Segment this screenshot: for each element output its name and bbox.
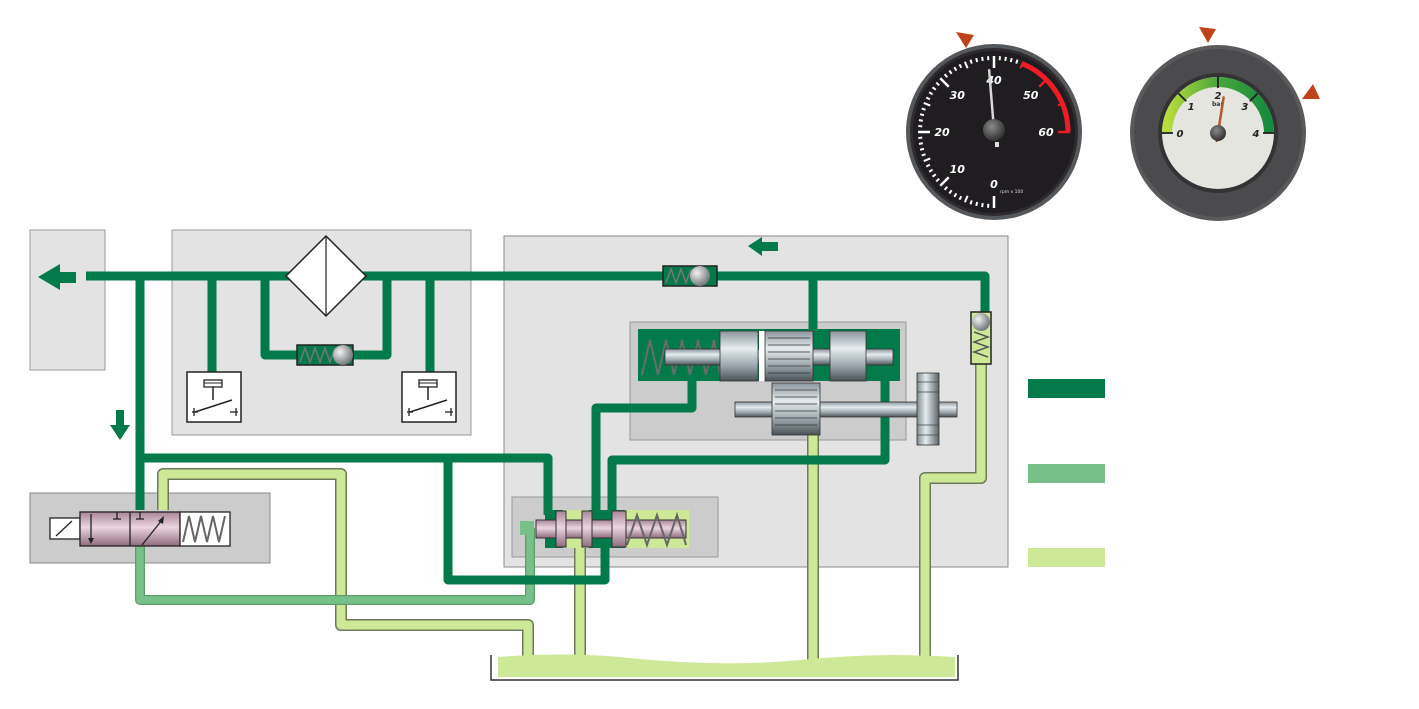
pressure-marker-top-icon [1199,27,1216,43]
pressure-switch-right [401,371,457,423]
tachometer-tick [953,66,958,72]
tachometer-tick [963,195,969,203]
tachometer-tick [969,59,973,64]
tachometer-tick [981,56,984,62]
tachometer-tick [925,163,931,168]
filter-bypass-check-valve [296,344,354,366]
main-check-valve [662,265,718,287]
tachometer-tick [919,147,925,151]
solenoid-valve [49,511,231,547]
pressure-unit-label: bar [1212,101,1223,108]
pressure-tick-label: 0 [1177,129,1184,140]
output-housing [29,229,106,371]
legend-swatch-pressure [1028,379,1105,398]
legend-swatch-return [1028,548,1105,567]
down-arrow-icon [110,410,130,440]
tachometer-tick [1015,59,1019,64]
tachometer-gauge: 0 10 20 30 40 50 60 rpm x 100 [906,32,1082,220]
pressure-tick [1249,92,1259,102]
control-line [135,528,535,605]
tachometer-tick-label: 40 [985,74,1002,87]
gear-pump [638,329,958,446]
tachometer-tick [928,168,934,173]
tachometer-tick [948,69,953,75]
tachometer-tick [921,153,926,157]
tachometer-tick [918,119,924,122]
tachometer-tick-label: 30 [950,89,966,102]
return-lines [157,362,987,662]
pressure-control-valve [520,510,689,549]
pressure-lines [86,271,990,585]
tachometer-tick [921,107,926,111]
tachometer-tick [931,86,937,91]
pressure-tick-label: 3 [1241,102,1248,113]
tachometer-tick-label: 10 [950,163,966,176]
pressure-marker-right-icon [1302,84,1320,99]
filter-icon [284,234,368,318]
tachometer-tick [943,73,949,78]
tachometer-tick [981,202,984,208]
tachometer-tick [943,186,949,191]
tachometer-tick [925,96,931,101]
tachometer-tick [1009,57,1013,63]
tachometer-tick [918,142,924,145]
tachometer-tick [975,201,979,207]
tachometer-tick [1004,56,1007,62]
tachometer-tick-label: 0 [990,178,998,191]
tachometer-tick [958,195,963,201]
tachometer-tick-label: 60 [1038,126,1054,139]
pressure-switch-left [186,371,242,423]
flow-left-arrow-icon [748,237,778,256]
pressure-tick-label: 2 [1215,91,1222,102]
tachometer-tick [953,192,958,198]
pressure-tick-label: 1 [1188,102,1195,113]
legend [1028,379,1105,567]
tachometer-tick [969,200,973,205]
legend-swatch-control [1028,464,1105,483]
tachometer-tick [1019,61,1025,69]
tachometer-unit-label: rpm x 100 [1000,189,1023,195]
tachometer-tick [963,61,969,69]
pressure-tick [1177,92,1187,102]
tachometer-tick [948,189,953,195]
tachometer-tick [923,101,931,107]
tachometer-tick [935,81,940,87]
pressure-tick-label: 4 [1252,129,1260,140]
relief-check-valve [970,311,992,365]
tachometer-tick [928,91,934,96]
tachometer-tick [919,113,925,117]
tachometer-tick [939,77,950,88]
tachometer-tick [923,157,931,163]
tank [490,654,959,681]
tachometer-marker-icon [956,32,974,48]
tachometer-tick-label: 20 [934,126,950,139]
tachometer-tick-label: 50 [1023,89,1039,102]
output-arrow-icon [38,264,76,290]
tachometer-tick [958,63,963,69]
tachometer-tick [939,176,950,187]
tachometer-tick [931,173,937,178]
tachometer-tick [935,177,940,183]
tachometer-tick [975,57,979,63]
pressure-gauge: 0 1 2 3 4 bar [1130,27,1320,221]
